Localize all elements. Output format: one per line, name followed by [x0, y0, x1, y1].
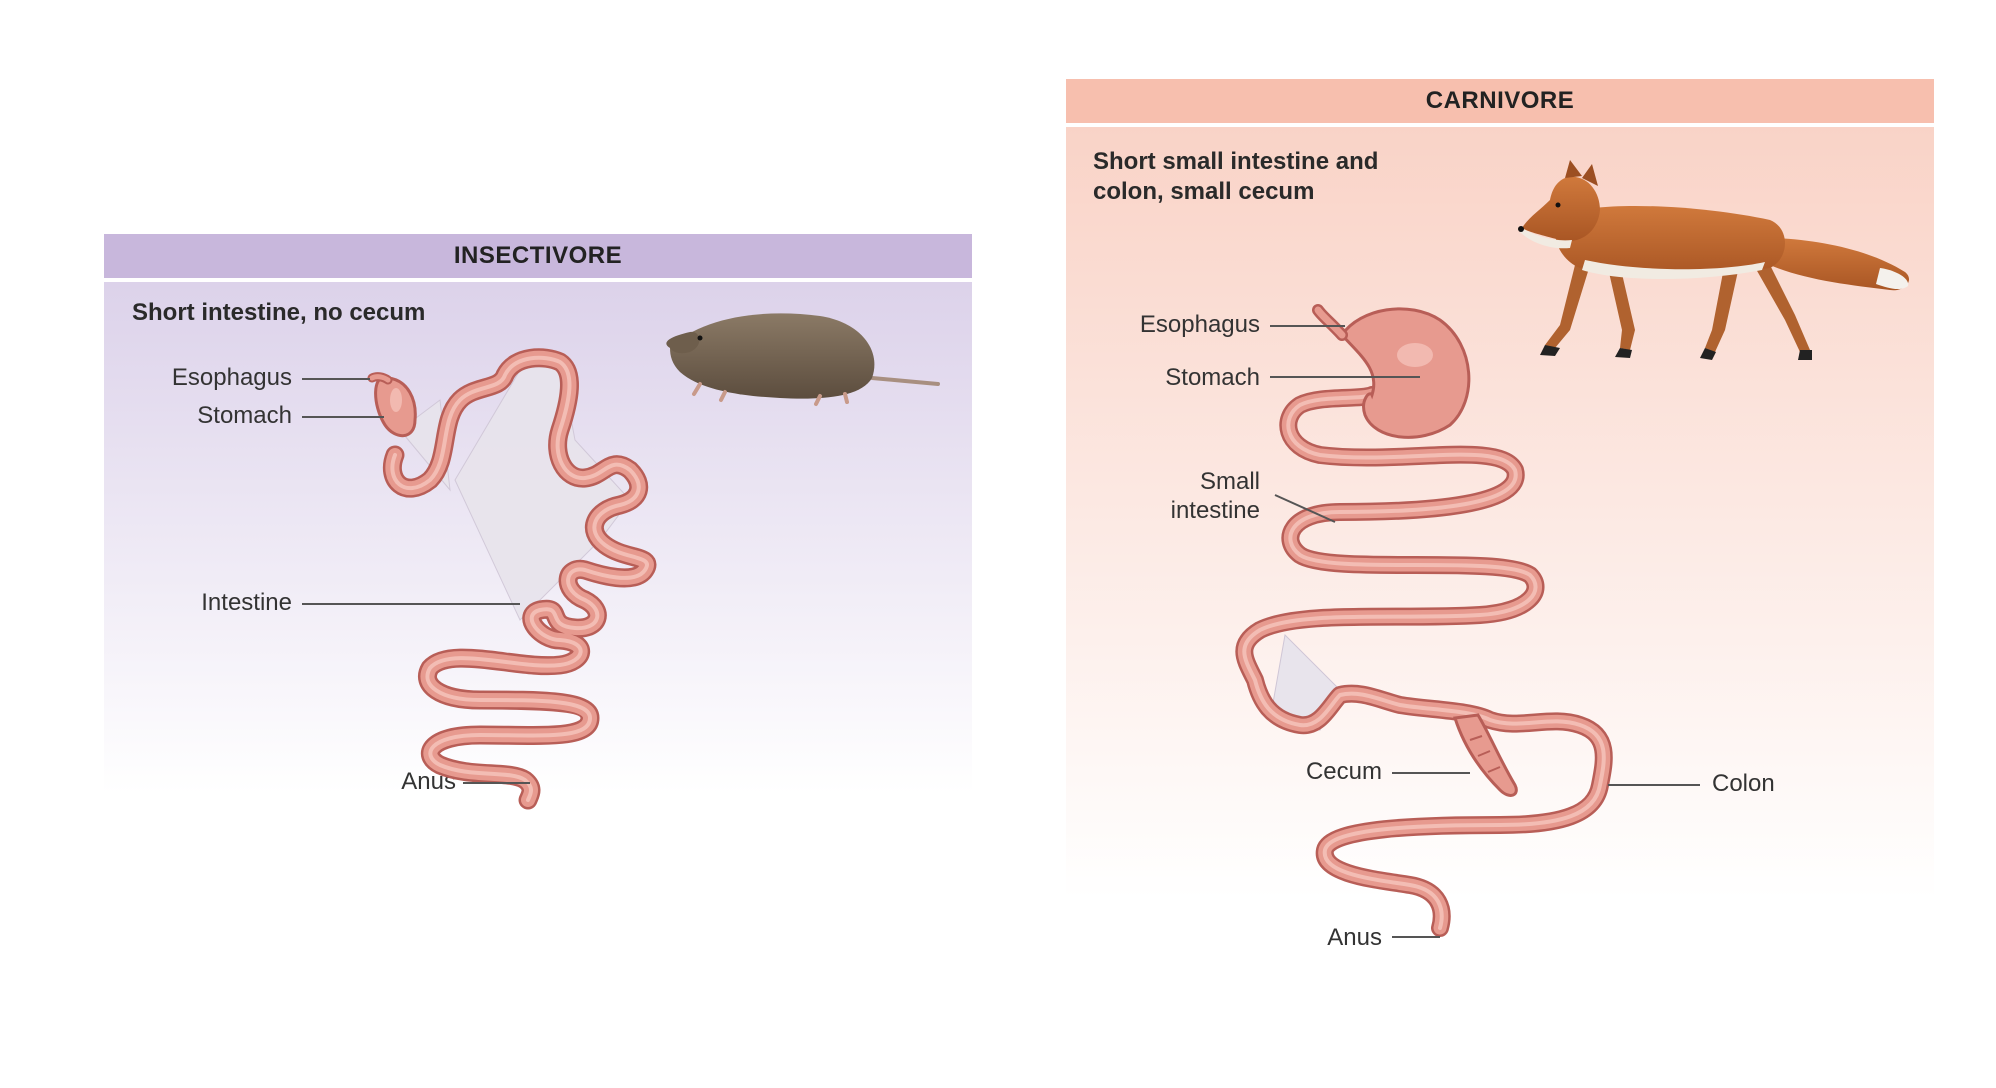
carnivore-label-small-intestine: Small intestine	[1100, 468, 1260, 526]
carnivore-leader-lines	[1270, 325, 1700, 938]
insectivore-title: INSECTIVORE	[453, 242, 623, 269]
carnivore-digestive-tract	[1235, 304, 1613, 937]
carnivore-label-small-intestine-line1: Small	[1199, 468, 1260, 495]
carnivore-title: CARNIVORE	[1425, 87, 1575, 114]
carnivore-label-esophagus: Esophagus	[1139, 311, 1260, 338]
fox-illustration	[1518, 160, 1910, 360]
carnivore-label-cecum: Cecum	[1305, 758, 1382, 785]
carnivore-caption: Short small intestine and colon, small c…	[1093, 147, 1378, 207]
mole-illustration	[666, 313, 940, 406]
carnivore-label-stomach: Stomach	[1165, 364, 1260, 391]
insectivore-label-intestine: Intestine	[201, 589, 292, 616]
carnivore-label-anus: Anus	[1327, 924, 1382, 951]
carnivore-label-colon: Colon	[1712, 770, 1775, 797]
carnivore-label-small-intestine-line2: intestine	[1170, 496, 1260, 524]
carnivore-caption-line2: colon, small cecum	[1093, 178, 1315, 205]
carnivore-caption-line1: Short small intestine and	[1093, 148, 1379, 175]
insectivore-digestive-tract	[367, 348, 657, 810]
carnivore-stomach	[1340, 307, 1471, 439]
insectivore-label-esophagus: Esophagus	[171, 364, 292, 391]
insectivore-header: INSECTIVORE	[104, 234, 972, 278]
insectivore-caption: Short intestine, no cecum	[132, 299, 426, 326]
carnivore-cecum	[1453, 713, 1518, 797]
insectivore-leader-lines	[302, 378, 530, 784]
carnivore-header: CARNIVORE	[1066, 79, 1934, 123]
leader-small-intestine	[1274, 494, 1336, 523]
insectivore-label-stomach: Stomach	[197, 402, 292, 429]
